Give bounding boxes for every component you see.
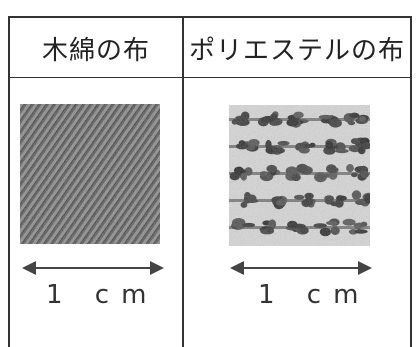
scale-label-cotton: 1 cm bbox=[46, 280, 159, 310]
fabric-comparison-table: 木綿の布 ポリエステルの布 bbox=[8, 16, 412, 347]
header-polyester: ポリエステルの布 bbox=[188, 35, 405, 66]
cotton-fabric-swatch bbox=[20, 104, 160, 244]
scale-label-polyester: 1 cm bbox=[258, 280, 371, 310]
column-divider bbox=[182, 18, 184, 347]
polyester-fabric-swatch bbox=[229, 105, 370, 246]
header-cotton: 木綿の布 bbox=[41, 35, 150, 66]
scale-arrow-cotton bbox=[22, 261, 164, 275]
scale-arrow-polyester bbox=[230, 261, 372, 275]
table-header-row: 木綿の布 ポリエステルの布 bbox=[10, 18, 410, 78]
